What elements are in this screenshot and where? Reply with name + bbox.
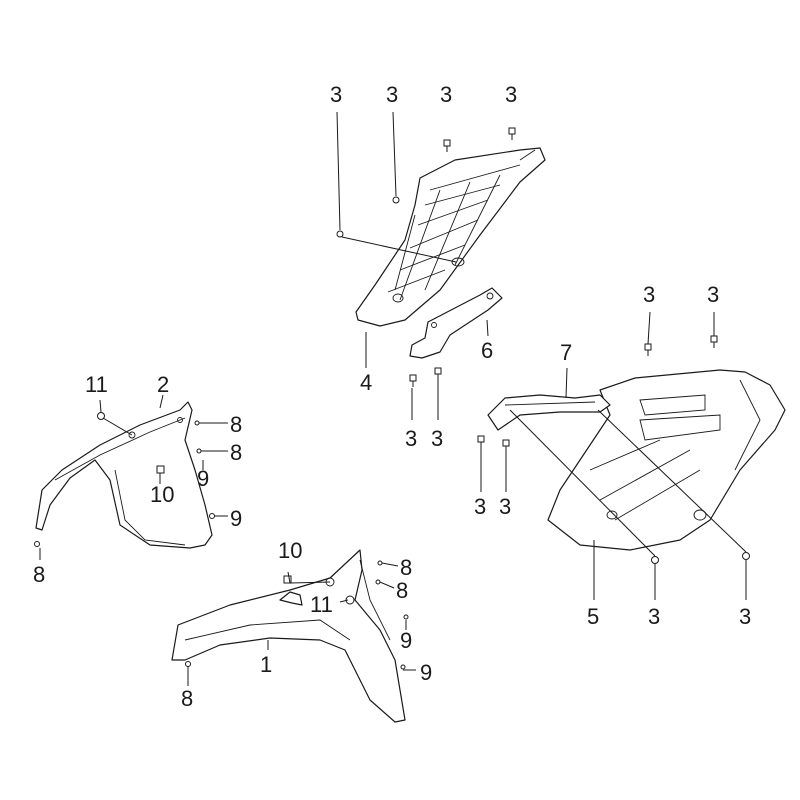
bolt-icon bbox=[375, 579, 381, 585]
bolt-icon bbox=[443, 139, 451, 152]
callout-3: 3 bbox=[707, 282, 719, 307]
bolt-icon bbox=[403, 614, 409, 620]
callout-3: 3 bbox=[405, 426, 417, 451]
callout-9: 9 bbox=[400, 628, 412, 653]
callout-9: 9 bbox=[230, 506, 242, 531]
callout-1: 1 bbox=[260, 652, 272, 677]
bolt-icon bbox=[377, 560, 383, 566]
bolt-icon bbox=[209, 513, 215, 519]
bolt-icon bbox=[710, 335, 718, 348]
bolt-icon bbox=[185, 661, 191, 667]
part-5-side-panel bbox=[547, 369, 786, 551]
part-2-inner-fender bbox=[35, 401, 213, 549]
callout-3: 3 bbox=[330, 82, 342, 107]
bolt-icon bbox=[434, 367, 442, 380]
callout-2: 2 bbox=[157, 372, 169, 397]
bolt-icon bbox=[742, 552, 750, 560]
bolt-icon bbox=[409, 374, 417, 387]
callout-5: 5 bbox=[587, 604, 599, 629]
callout-labels: 3 3 3 3 4 6 3 3 3 3 7 3 3 5 3 3 11 2 8 8… bbox=[33, 82, 751, 711]
callout-10: 10 bbox=[278, 538, 302, 563]
callout-3: 3 bbox=[648, 604, 660, 629]
bolt-icon bbox=[502, 439, 510, 447]
part-6-bracket bbox=[409, 287, 503, 359]
bolt-icon bbox=[34, 541, 40, 547]
bolt-icon bbox=[336, 230, 344, 238]
callout-3: 3 bbox=[440, 82, 452, 107]
bolt-icon bbox=[392, 196, 400, 204]
bolt-icon bbox=[400, 664, 406, 670]
bolt-icon bbox=[156, 465, 165, 474]
callout-8: 8 bbox=[181, 686, 193, 711]
callout-9: 9 bbox=[197, 466, 209, 491]
part-4-upper-panel bbox=[355, 147, 546, 327]
callout-7: 7 bbox=[560, 340, 572, 365]
bolt-icon bbox=[651, 556, 659, 564]
callout-3: 3 bbox=[386, 82, 398, 107]
leader-lines bbox=[39, 111, 747, 686]
bolt-icon bbox=[194, 420, 200, 426]
fasteners bbox=[34, 127, 750, 670]
callout-8: 8 bbox=[33, 562, 45, 587]
callout-8: 8 bbox=[400, 555, 412, 580]
callout-3: 3 bbox=[431, 426, 443, 451]
callout-9: 9 bbox=[420, 660, 432, 685]
part-7-trim-strip bbox=[487, 394, 611, 431]
callout-11: 11 bbox=[310, 592, 333, 617]
callout-3: 3 bbox=[499, 494, 511, 519]
bolt-icon bbox=[508, 127, 516, 140]
callout-8: 8 bbox=[396, 578, 408, 603]
callout-4: 4 bbox=[360, 370, 372, 395]
bolt-icon bbox=[644, 343, 652, 356]
callout-8: 8 bbox=[230, 412, 242, 437]
callout-3: 3 bbox=[505, 82, 517, 107]
bolt-icon bbox=[477, 435, 485, 443]
bolt-icon bbox=[97, 412, 105, 420]
bolt-icon bbox=[196, 448, 202, 454]
callout-10: 10 bbox=[150, 482, 174, 507]
callout-6: 6 bbox=[481, 338, 493, 363]
callout-3: 3 bbox=[474, 494, 486, 519]
callout-8: 8 bbox=[230, 440, 242, 465]
bolt-icon bbox=[283, 575, 292, 584]
callout-3: 3 bbox=[643, 282, 655, 307]
callout-11: 11 bbox=[85, 372, 108, 397]
part-1-front-fender bbox=[171, 549, 406, 723]
callout-3: 3 bbox=[739, 604, 751, 629]
